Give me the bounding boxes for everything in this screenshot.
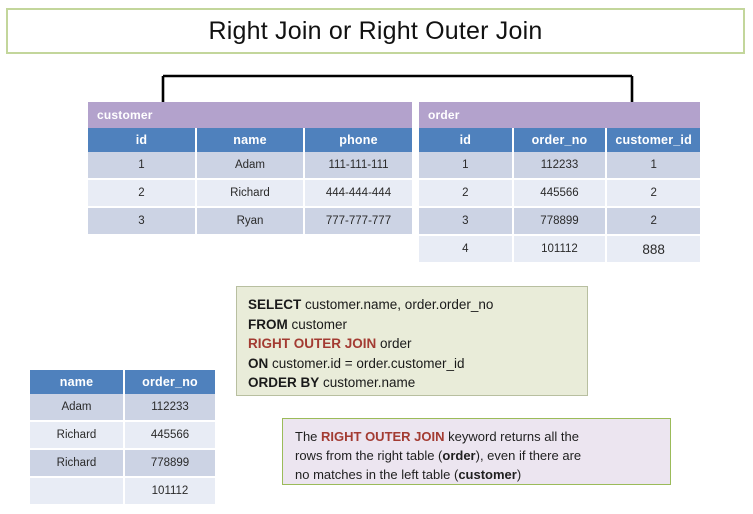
cell-order-no: 112233 (512, 152, 608, 180)
sql-keyword-join: RIGHT OUTER JOIN (248, 336, 377, 351)
explanation-line-1: The RIGHT OUTER JOIN keyword returns all… (295, 427, 660, 446)
cell-id: 2 (88, 179, 197, 208)
explanation-line-2: rows from the right table (order), even … (295, 446, 660, 465)
cell-order-no: 778899 (512, 207, 608, 236)
cell-customer-id: 2 (606, 179, 700, 208)
order-col-customer-id: customer_id (606, 128, 700, 152)
customer-col-id: id (88, 128, 197, 152)
explanation-box: The RIGHT OUTER JOIN keyword returns all… (282, 418, 671, 485)
note-text: keyword returns all the (444, 429, 579, 444)
note-text: ), even if there are (475, 448, 582, 463)
cell-name: Ryan (196, 207, 305, 236)
customer-col-name: name (196, 128, 305, 152)
cell-order-no: 101112 (124, 477, 215, 506)
explanation-line-3: no matches in the left table (customer) (295, 465, 660, 484)
cell-name-empty (30, 477, 125, 506)
cell-name: Richard (196, 179, 305, 208)
sql-text: customer (287, 316, 348, 332)
order-table-header-row: id order_no customer_id (419, 128, 700, 152)
cell-id: 4 (419, 235, 514, 264)
cell-id: 1 (419, 152, 514, 180)
cell-order-no: 445566 (124, 421, 215, 450)
table-row: 101112 (30, 477, 215, 506)
sql-text: customer.id = order.customer_id (268, 355, 465, 371)
order-table: order id order_no customer_id 1 112233 1… (419, 102, 700, 264)
note-text: no matches in the left table ( (295, 467, 459, 482)
order-col-id: id (419, 128, 514, 152)
note-table-name: order (442, 448, 476, 463)
result-col-name: name (30, 370, 125, 394)
cell-id: 2 (419, 179, 514, 208)
sql-line-on: ON customer.id = order.customer_id (248, 354, 587, 374)
sql-query-box: SELECT customer.name, order.order_no FRO… (236, 286, 588, 396)
customer-table: customer id name phone 1 Adam 111-111-11… (88, 102, 412, 236)
cell-phone: 777-777-777 (304, 207, 412, 236)
table-row: 2 445566 2 (419, 179, 700, 208)
cell-name: Adam (30, 394, 125, 422)
customer-table-name: customer (88, 102, 412, 128)
note-text: The (295, 429, 322, 444)
slide-title-box: Right Join or Right Outer Join (6, 8, 745, 54)
order-table-name: order (419, 102, 700, 128)
sql-text: order (376, 336, 412, 351)
note-table-name: customer (458, 467, 517, 482)
table-row: Richard 445566 (30, 421, 215, 450)
table-row: 4 101112 888 (419, 235, 700, 264)
cell-order-no: 445566 (512, 179, 608, 208)
cell-id: 1 (88, 152, 197, 180)
cell-customer-id: 888 (606, 235, 700, 264)
note-text: ) (516, 467, 522, 482)
sql-text: customer.name (319, 375, 416, 390)
sql-line-select: SELECT customer.name, order.order_no (248, 295, 587, 315)
note-text: rows from the right table ( (295, 448, 443, 463)
cell-id: 3 (419, 207, 514, 236)
table-row: 1 112233 1 (419, 152, 700, 180)
cell-order-no: 112233 (124, 394, 215, 422)
cell-phone: 111-111-111 (304, 152, 412, 180)
sql-keyword: SELECT (248, 297, 302, 312)
table-row: 1 Adam 111-111-111 (88, 152, 412, 180)
sql-keyword: FROM (248, 316, 288, 332)
sql-text: customer.name, order.order_no (301, 297, 494, 312)
cell-customer-id: 2 (606, 207, 700, 236)
sql-keyword: ORDER BY (248, 375, 320, 390)
table-row: Richard 778899 (30, 449, 215, 478)
cell-phone: 444-444-444 (304, 179, 412, 208)
order-col-order-no: order_no (512, 128, 608, 152)
cell-name: Richard (30, 421, 125, 450)
page-title: Right Join or Right Outer Join (208, 16, 543, 45)
cell-name: Adam (196, 152, 305, 180)
customer-table-title-row: customer (88, 102, 412, 128)
cell-name: Richard (30, 449, 125, 478)
note-keyword: RIGHT OUTER JOIN (321, 429, 445, 444)
cell-order-no: 778899 (124, 449, 215, 478)
cell-order-no: 101112 (512, 235, 608, 264)
result-col-order-no: order_no (124, 370, 215, 394)
cell-customer-id: 1 (606, 152, 700, 180)
result-table: name order_no Adam 112233 Richard 445566… (30, 370, 215, 506)
customer-col-phone: phone (304, 128, 412, 152)
table-row: Adam 112233 (30, 394, 215, 422)
table-row: 3 Ryan 777-777-777 (88, 207, 412, 236)
result-table-header-row: name order_no (30, 370, 215, 394)
cell-id: 3 (88, 207, 197, 236)
sql-keyword: ON (248, 355, 269, 371)
order-table-title-row: order (419, 102, 700, 128)
sql-line-order-by: ORDER BY customer.name (248, 373, 587, 393)
sql-line-from: FROM customer (248, 315, 587, 335)
table-row: 3 778899 2 (419, 207, 700, 236)
customer-table-header-row: id name phone (88, 128, 412, 152)
table-row: 2 Richard 444-444-444 (88, 179, 412, 208)
sql-line-right-outer-join: RIGHT OUTER JOIN order (248, 334, 587, 354)
